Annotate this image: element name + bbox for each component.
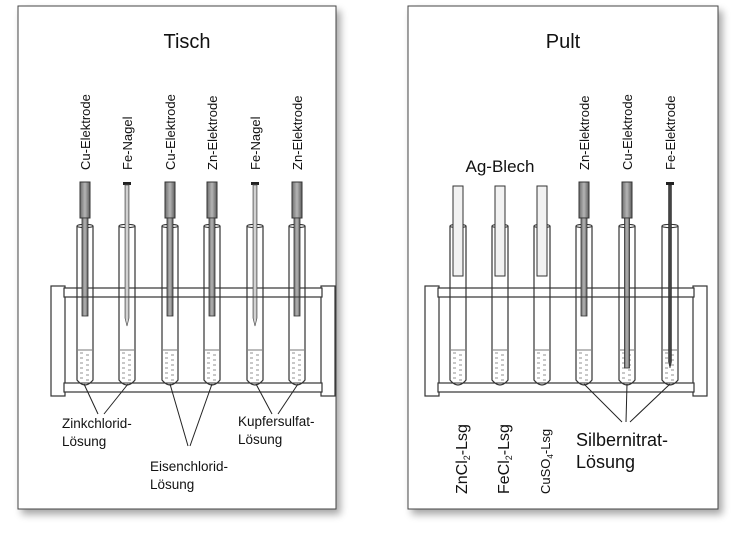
liquid-texture	[250, 352, 259, 381]
iron-chloride-label-2: Lösung	[150, 477, 194, 492]
left-panel-title: Tisch	[163, 31, 210, 53]
tube-liquid	[577, 350, 591, 385]
left-electrode	[79, 181, 91, 317]
liquid-texture	[207, 352, 216, 381]
right-electrode-label: Fe-Elektrode	[663, 96, 678, 170]
copper-sulfate-label-2: Lösung	[238, 432, 282, 447]
left-electrode-label: Cu-Elektrode	[78, 94, 93, 170]
right-pointer-lines	[583, 383, 671, 423]
tube-liquid	[78, 350, 92, 385]
left-tube-group: Cu-Elektrode Fe-Nagel Cu-Elektrode Zn-Elekt…	[76, 94, 306, 386]
liquid-texture	[495, 352, 504, 381]
zinc-chloride-label-1: Zinkchlorid-	[62, 416, 132, 431]
fecl2-solution-label: FeCl2-Lsg	[496, 424, 514, 494]
tube-glass	[449, 226, 467, 386]
tube-liquid	[535, 350, 549, 385]
left-rack-front	[64, 296, 322, 384]
liquid-texture	[579, 352, 588, 381]
liquid-texture	[292, 352, 301, 381]
tube-glass	[661, 226, 679, 386]
left-electrode	[291, 181, 303, 317]
silver-nitrate-label-1: Silbernitrat-	[576, 430, 668, 450]
right-electrode-label: Zn-Elektrode	[577, 96, 592, 170]
tube-glass	[575, 226, 593, 386]
left-panel: Tisch Cu-Elektrode Fe-Nagel Cu-Elektrode Zn…	[17, 5, 337, 510]
right-panel-title: Pult	[546, 31, 581, 53]
left-pointer-lines	[83, 383, 299, 447]
left-electrode	[123, 182, 131, 327]
left-electrode-label: Fe-Nagel	[120, 116, 135, 170]
silver-nitrate-label-2: Lösung	[576, 452, 635, 472]
left-electrode	[251, 182, 259, 327]
left-electrode	[164, 181, 176, 317]
left-panel-frame	[17, 5, 337, 510]
right-rack-front	[438, 296, 694, 384]
liquid-texture	[80, 352, 89, 381]
copper-sulfate-label-1: Kupfersulfat-	[238, 414, 315, 429]
right-electrode	[666, 182, 674, 369]
left-rack	[50, 285, 336, 397]
left-test-tube	[161, 223, 179, 386]
silver-sheet	[536, 185, 548, 277]
liquid-texture	[537, 352, 546, 381]
silver-sheet	[452, 185, 464, 277]
left-electrode	[206, 181, 218, 317]
tube-liquid	[493, 350, 507, 385]
left-test-tube	[246, 223, 264, 386]
left-electrode-label: Zn-Elektrode	[205, 96, 220, 170]
right-electrode	[578, 181, 590, 317]
right-test-tube	[575, 223, 593, 386]
right-electrode-label: Cu-Elektrode	[620, 94, 635, 170]
liquid-texture	[165, 352, 174, 381]
right-tube-group: Zn-Elektrode Cu-Elektrode Fe-Elektrode	[449, 94, 679, 386]
left-electrode-label: Fe-Nagel	[248, 116, 263, 170]
left-electrode-label: Cu-Elektrode	[163, 94, 178, 170]
liquid-texture	[122, 352, 131, 381]
right-electrode	[621, 181, 633, 369]
tube-glass	[246, 226, 264, 386]
tube-liquid	[163, 350, 177, 385]
left-electrode-label: Zn-Elektrode	[290, 96, 305, 170]
silver-sheet	[494, 185, 506, 277]
tube-glass	[491, 226, 509, 386]
iron-chloride-label-1: Eisenchlorid-	[150, 459, 228, 474]
tube-liquid	[290, 350, 304, 385]
zncl2-solution-label: ZnCl2-Lsg	[454, 424, 472, 494]
ag-sheet-label: Ag-Blech	[466, 157, 535, 176]
tube-liquid	[205, 350, 219, 385]
zinc-chloride-label-2: Lösung	[62, 434, 106, 449]
tube-liquid	[451, 350, 465, 385]
right-rack	[424, 285, 708, 397]
tube-glass	[533, 226, 551, 386]
cuso4-solution-label: CuSO4-Lsg	[538, 429, 555, 494]
tube-liquid	[248, 350, 262, 385]
liquid-texture	[453, 352, 462, 381]
tube-liquid	[120, 350, 134, 385]
